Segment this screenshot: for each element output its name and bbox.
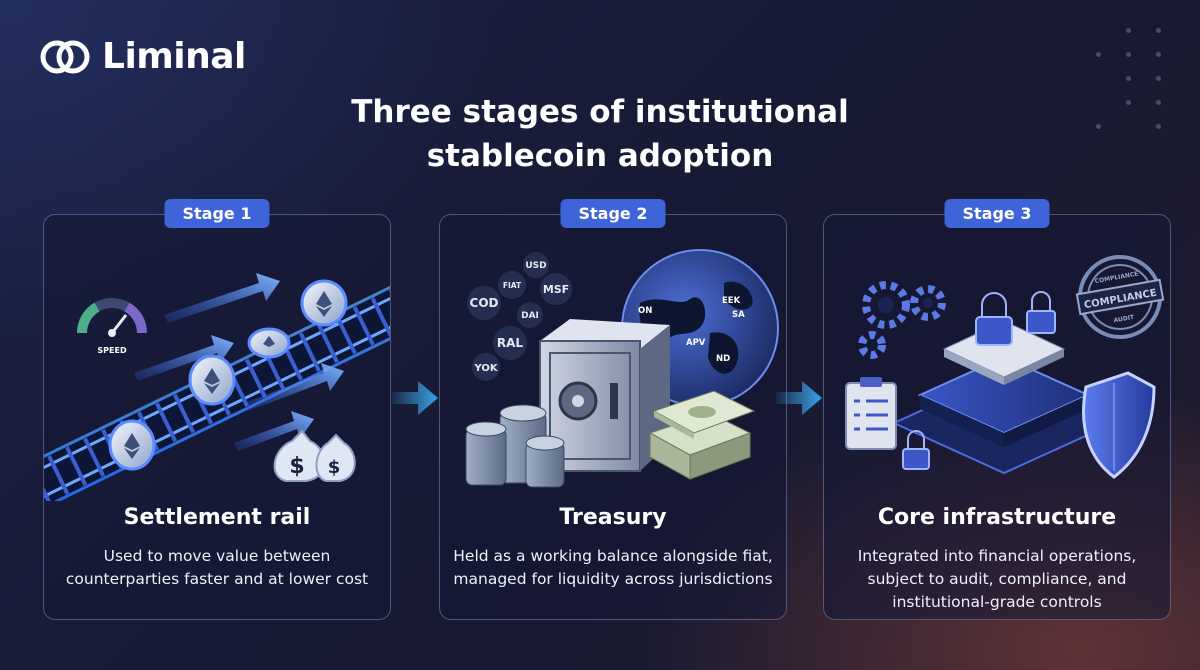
currency-label: COD bbox=[470, 296, 499, 310]
globe-label: APV bbox=[686, 338, 706, 348]
brand-logo: Liminal bbox=[38, 36, 246, 77]
svg-text:$: $ bbox=[289, 454, 304, 479]
brand-name: Liminal bbox=[102, 36, 246, 77]
currency-label: YOK bbox=[473, 363, 498, 374]
settlement-rail-illustration: SPEED $ $ bbox=[44, 272, 390, 501]
currency-label: USD bbox=[525, 261, 546, 271]
stage-title: Core infrastructure bbox=[877, 505, 1117, 530]
shield-icon bbox=[1082, 371, 1156, 479]
svg-text:$: $ bbox=[328, 457, 341, 478]
server-platform-icon bbox=[891, 320, 1117, 475]
stage-title: Treasury bbox=[559, 505, 667, 530]
currency-label: DAI bbox=[521, 311, 539, 321]
stamp-top-label: COMPLIANCE bbox=[1094, 271, 1139, 286]
globe-label: ND bbox=[716, 354, 730, 364]
globe-label: ON bbox=[638, 306, 652, 316]
liminal-logo-icon bbox=[40, 40, 90, 73]
gauge-label: SPEED bbox=[97, 346, 127, 355]
coin-icons bbox=[108, 279, 348, 471]
cash-stack-icon bbox=[648, 390, 756, 480]
stage-card-3: Stage 3 bbox=[823, 199, 1171, 620]
currency-bubbles: USD FIAT MSF COD DAI RAL YOK bbox=[467, 252, 572, 381]
title-line-1: Three stages of institutional bbox=[351, 94, 849, 130]
stage-description: Used to move value between counterpartie… bbox=[65, 547, 369, 588]
checklist-icon bbox=[845, 377, 897, 450]
stage-description: Integrated into financial operations, su… bbox=[857, 547, 1137, 611]
core-infrastructure-illustration: COMPLIANCE COMPLIANCE AUDIT bbox=[845, 255, 1165, 479]
currency-label: RAL bbox=[497, 336, 524, 350]
stage-badge: Stage 3 bbox=[944, 199, 1050, 228]
globe-label: SA bbox=[732, 310, 745, 320]
stage-badge: Stage 1 bbox=[164, 199, 270, 228]
decorative-dot-grid bbox=[1056, 28, 1186, 129]
compliance-stamp-icon: COMPLIANCE COMPLIANCE AUDIT bbox=[1075, 255, 1165, 339]
stage-title: Settlement rail bbox=[123, 505, 311, 530]
lock-icon bbox=[902, 291, 1056, 470]
gear-icon bbox=[858, 281, 946, 359]
title-line-2: stablecoin adoption bbox=[426, 138, 774, 174]
stage-card-2: Stage 2 ON EEK SA APV ND USD FI bbox=[439, 199, 787, 620]
currency-label: MSF bbox=[543, 283, 569, 296]
arrow-right-icon bbox=[392, 381, 438, 415]
treasury-illustration: ON EEK SA APV ND USD FIAT MSF COD DAI RA… bbox=[465, 249, 779, 488]
arrow-right-icon bbox=[776, 381, 822, 415]
stamp-bottom-label: AUDIT bbox=[1113, 314, 1135, 325]
money-bag-icon: $ $ bbox=[273, 429, 356, 482]
speed-gauge-icon: SPEED bbox=[76, 298, 148, 355]
stage-card-1: Stage 1 bbox=[43, 199, 391, 620]
coin-stack-icon bbox=[465, 404, 565, 488]
page-title: Three stages of institutional stablecoin… bbox=[300, 90, 900, 178]
stage-description: Held as a working balance alongside fiat… bbox=[453, 547, 773, 588]
currency-label: FIAT bbox=[503, 281, 522, 290]
globe-label: EEK bbox=[722, 296, 741, 306]
stage-badge: Stage 2 bbox=[560, 199, 666, 228]
